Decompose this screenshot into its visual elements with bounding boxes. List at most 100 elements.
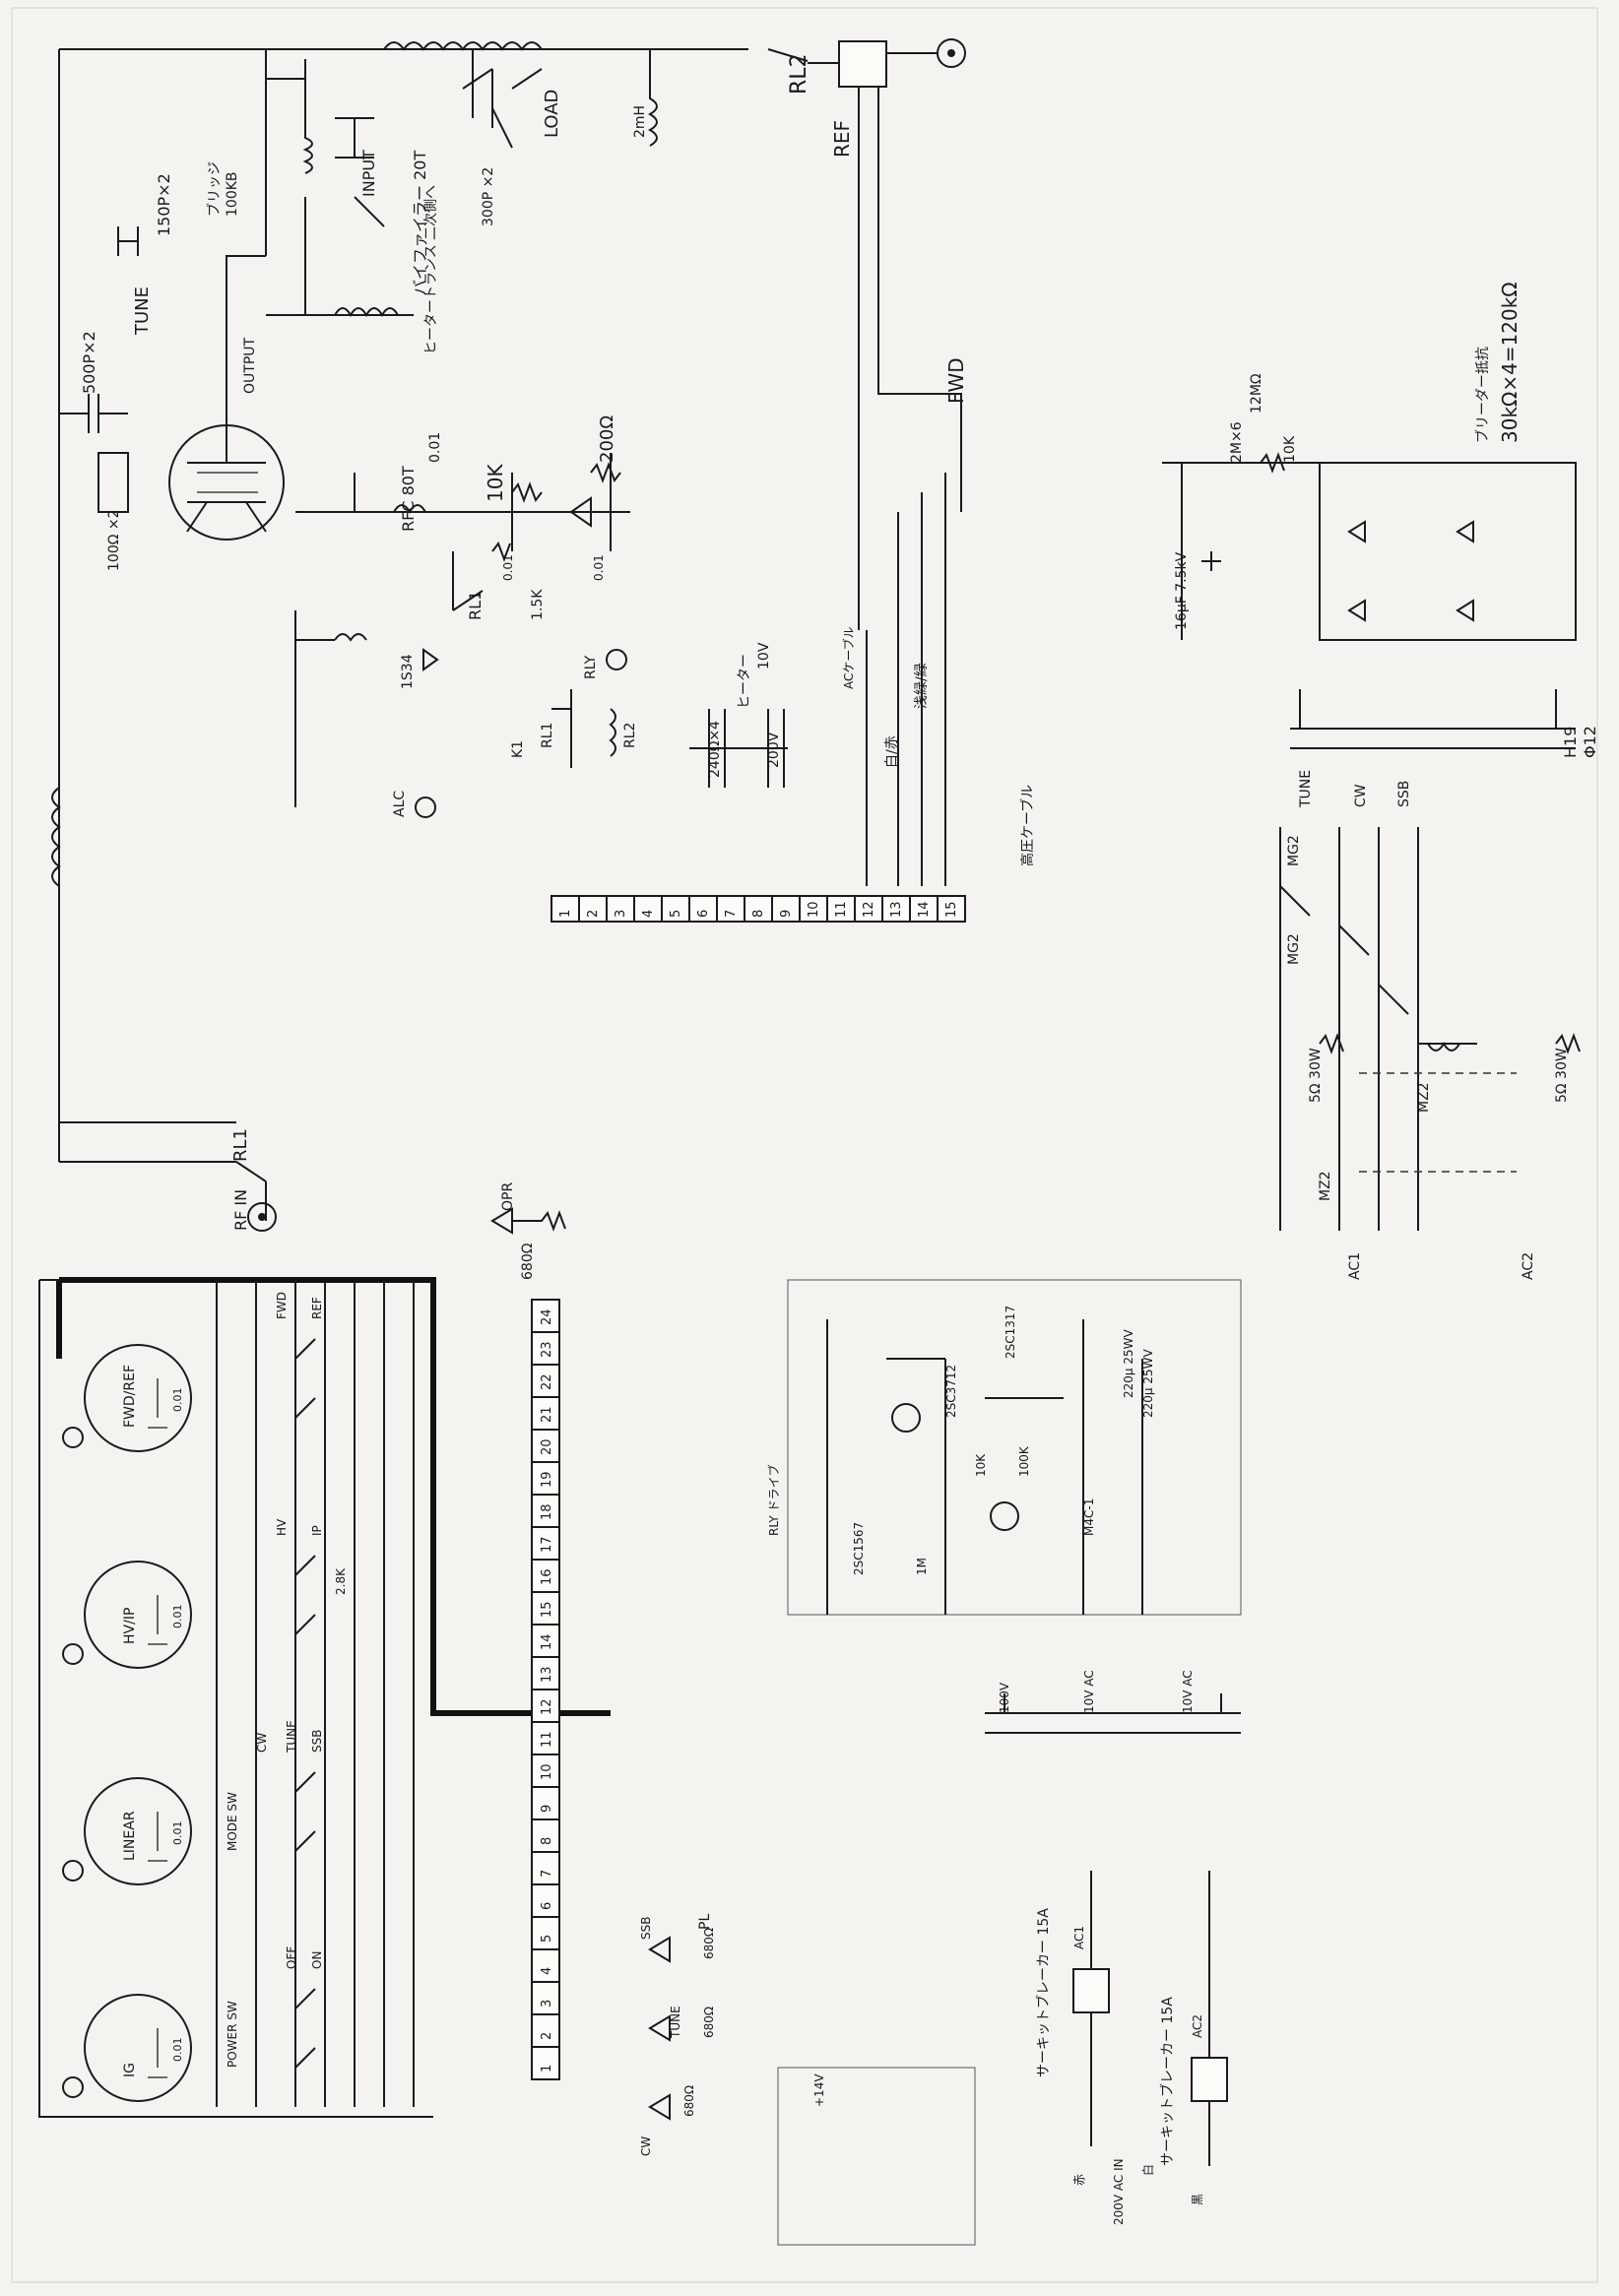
terminal-bottom-label: 20: [540, 1438, 554, 1455]
label-white-red: 白/赤: [884, 735, 900, 768]
label-1-5k: 1.5K: [530, 589, 546, 620]
label-150p: 150P×2: [155, 173, 173, 236]
rl1-input-switch: [59, 1121, 267, 1221]
label-cap-001c: 0.01: [592, 554, 606, 581]
rl2-relay-box: [838, 40, 887, 88]
label-plus14: +14V: [812, 2073, 826, 2107]
terminal-top-label: 1: [558, 910, 573, 918]
terminal-bottom-label: 9: [540, 1805, 554, 1813]
rfc-choke: [295, 473, 433, 515]
breaker-ac2: [1191, 2057, 1228, 2102]
ref-fwd-lines: [858, 87, 962, 630]
label-2sc1317: 2SC1317: [1004, 1306, 1017, 1359]
label-fwd-sw: FWD: [275, 1292, 289, 1319]
terminal-bottom-label: 7: [540, 1870, 554, 1878]
label-500p: 500P×2: [80, 331, 98, 394]
status-leds: [648, 1936, 671, 2121]
label-ac10b: 10V AC: [1181, 1670, 1195, 1713]
label-h19: H19: [1561, 727, 1580, 758]
label-breaker1: サーキットブレーカー 15A: [1035, 1908, 1052, 2077]
label-alc: ALC: [392, 791, 408, 817]
label-m4c1: M4C-1: [1082, 1499, 1096, 1536]
sheet-border: [11, 7, 1598, 2283]
meter-terminals: [148, 2028, 167, 2078]
terminal-top-label: 9: [779, 910, 794, 918]
relay-mz2: [1418, 1041, 1477, 1052]
terminal-bottom-cell: [531, 1429, 560, 1463]
terminal-bottom-cell: [531, 1818, 560, 1853]
label-2mh-top: 2mH: [632, 105, 648, 138]
control-pcb-outline: [787, 1279, 1242, 1616]
breaker-ac1: [1072, 1968, 1110, 2013]
relay-contacts: [1279, 885, 1409, 1015]
terminal-bottom-cell: [531, 1948, 560, 1983]
label-rl1-left: RL1: [466, 591, 485, 620]
label-ac1-b: AC1: [1072, 1926, 1086, 1949]
alc-connector: [415, 797, 436, 818]
panel-outline: [38, 1279, 433, 2118]
meter-cap-label: 0.01: [171, 1388, 184, 1413]
terminal-bottom-cell: [531, 1851, 560, 1885]
meter-terminals: [148, 1378, 167, 1429]
input-caps: [335, 117, 385, 227]
input-network: [266, 59, 313, 315]
r-200: [590, 462, 621, 483]
label-10k-b: 10K: [1282, 435, 1298, 463]
label-fwd: FWD: [944, 357, 968, 404]
terminal-top-label: 15: [944, 901, 959, 918]
label-white-b: 白: [1140, 2164, 1155, 2176]
terminal-bottom-cell: [531, 1364, 560, 1398]
terminal-top-label: 14: [917, 901, 932, 918]
label-red: 赤: [1072, 2174, 1086, 2186]
label-ssb: SSB: [1396, 781, 1412, 807]
terminal-bottom-cell: [531, 1981, 560, 2015]
panel-meter: [84, 1994, 192, 2102]
terminal-bottom-label: 11: [540, 1731, 554, 1748]
rectifier-diodes: [1347, 520, 1474, 622]
terminal-top-label: 8: [751, 910, 766, 918]
label-2mx6: 2M×6: [1229, 421, 1245, 463]
terminal-bottom-label: 21: [540, 1406, 554, 1423]
panel-bus-heavy: [56, 1277, 611, 1716]
hv-transformer: [1290, 689, 1576, 749]
terminal-bottom-label: 15: [540, 1601, 554, 1618]
label-bridge: ブリッジ: [206, 161, 223, 217]
label-2sc1567: 2SC1567: [852, 1522, 866, 1575]
label-k1: K1: [510, 740, 526, 758]
label-cap-hv: 16μF 7.5kV: [1174, 551, 1190, 630]
control-pcb-traces: [826, 1319, 1143, 1615]
terminal-bottom-label: 13: [540, 1666, 554, 1683]
terminal-bottom-label: 14: [540, 1633, 554, 1650]
label-load: LOAD: [542, 90, 562, 138]
tube-electrodes: [186, 425, 267, 533]
label-on-sw: ON: [310, 1951, 324, 1969]
terminal-bottom-label: 16: [540, 1568, 554, 1585]
bifilar-choke: [266, 307, 414, 318]
label-100k: 100K: [1017, 1445, 1031, 1477]
meter-label: IG: [122, 2063, 138, 2077]
label-green-white: 浅緑/緑: [914, 663, 930, 709]
label-ref-sw: REF: [310, 1297, 324, 1319]
panel-meter: [84, 1777, 192, 1885]
tube-grids: [197, 472, 258, 493]
relay-contact-lines: [1279, 827, 1419, 1231]
label-12m: 12MΩ: [1249, 373, 1264, 414]
label-led-cw: CW: [639, 2137, 653, 2156]
label-ref: REF: [830, 120, 854, 158]
label-10v: 10V: [756, 642, 772, 670]
label-heater: ヒーター: [737, 654, 752, 709]
label-breaker2: サーキットブレーカー 15A: [1159, 1997, 1176, 2166]
panel-meter: [84, 1561, 192, 1669]
rf-in-pin: [258, 1213, 266, 1221]
hv-rectifier-bridge: [1319, 462, 1577, 641]
terminal-bottom-label: 1: [540, 2065, 554, 2073]
r-10k: [511, 481, 543, 503]
label-cap-001b: 0.01: [501, 554, 515, 581]
meter-lamp: [62, 1427, 84, 1448]
label-rl2: RL2: [787, 53, 811, 95]
cap-500p: [59, 394, 128, 433]
terminal-bottom-cell: [531, 1916, 560, 1950]
meter-lamp: [62, 2076, 84, 2098]
rly-connector: [606, 649, 627, 670]
terminal-top-cell: [771, 895, 801, 923]
